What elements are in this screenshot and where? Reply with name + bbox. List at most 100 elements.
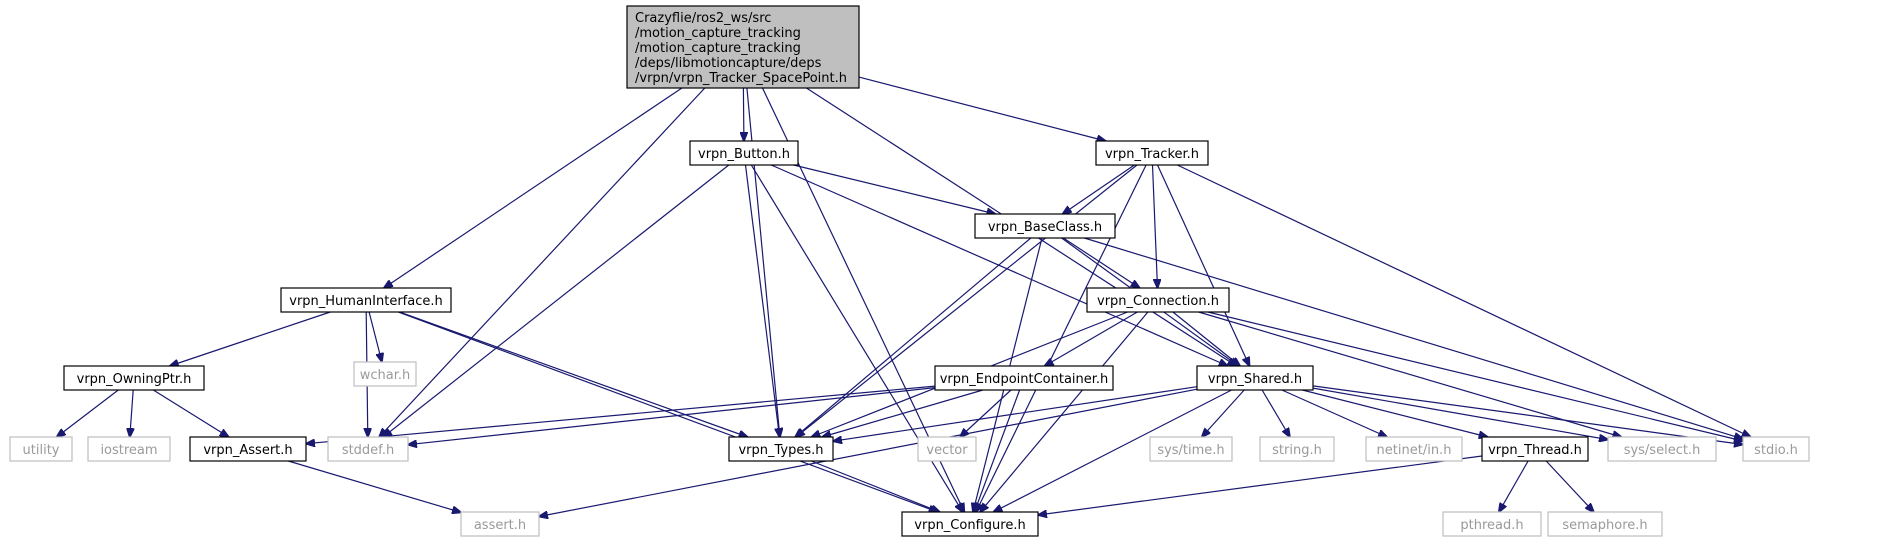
node-iostream-label: iostream <box>100 443 157 458</box>
edge-shared-to-systime <box>1202 389 1245 437</box>
node-iostream-box <box>87 436 171 462</box>
node-root-label: /motion_capture_tracking <box>635 41 801 56</box>
node-types-box <box>728 436 834 462</box>
nodes-layer: Crazyflie/ros2_ws/src/motion_capture_tra… <box>9 5 1810 537</box>
node-pthread-box <box>1442 511 1542 537</box>
node-tracker[interactable]: vrpn_Tracker.h <box>1095 140 1209 166</box>
node-button-box <box>689 140 799 166</box>
edge-root-to-stddef <box>379 87 706 437</box>
node-shared-box <box>1196 365 1314 391</box>
node-types-label: vrpn_Types.h <box>738 443 823 458</box>
node-owningptr[interactable]: vrpn_OwningPtr.h <box>63 365 205 391</box>
edge-root-to-types <box>746 87 780 437</box>
node-sysselect: sys/select.h <box>1607 436 1717 462</box>
node-stddef: stddef.h <box>327 436 409 462</box>
edge-endpoint-to-configure <box>974 389 1021 512</box>
node-connection[interactable]: vrpn_Connection.h <box>1086 287 1230 313</box>
node-humaninterface[interactable]: vrpn_HumanInterface.h <box>280 287 452 313</box>
node-wchar-label: wchar.h <box>360 368 411 383</box>
edge-thread-to-semaphore <box>1545 460 1594 512</box>
edge-tracker-to-baseclass <box>1063 164 1135 214</box>
edge-humaninterface-to-configure <box>398 311 937 512</box>
edge-assert_h-to-assert_std <box>288 460 461 512</box>
edge-connection-to-configure <box>980 311 1149 512</box>
edge-endpoint-to-types <box>822 389 984 437</box>
node-owningptr-box <box>63 365 205 391</box>
node-wchar: wchar.h <box>353 361 417 387</box>
node-assert_h-label: vrpn_Assert.h <box>203 443 292 458</box>
node-tracker-box <box>1095 140 1209 166</box>
edge-endpoint-to-vector <box>960 389 1012 437</box>
edge-baseclass-to-types <box>795 237 1032 437</box>
node-vector-label: vector <box>926 443 968 458</box>
node-assert_h-box <box>189 436 307 462</box>
node-connection-box <box>1086 287 1230 313</box>
node-shared[interactable]: vrpn_Shared.h <box>1196 365 1314 391</box>
node-utility-box <box>9 436 73 462</box>
node-netinet: netinet/in.h <box>1365 436 1463 462</box>
node-endpoint-box <box>934 365 1114 391</box>
node-string: string.h <box>1259 436 1335 462</box>
node-pthread: pthread.h <box>1442 511 1542 537</box>
node-assert_h[interactable]: vrpn_Assert.h <box>189 436 307 462</box>
node-string-label: string.h <box>1272 443 1322 458</box>
node-configure-label: vrpn_Configure.h <box>914 518 1025 533</box>
edge-shared-to-types <box>833 386 1198 442</box>
edge-endpoint-to-assert_h <box>306 385 936 444</box>
edge-button-to-types <box>744 164 780 437</box>
edge-tracker-to-shared <box>1156 164 1250 366</box>
edge-humaninterface-to-types <box>399 311 747 437</box>
node-thread-label: vrpn_Thread.h <box>1488 443 1582 458</box>
node-root-label: /motion_capture_tracking <box>635 26 801 41</box>
node-root[interactable]: Crazyflie/ros2_ws/src/motion_capture_tra… <box>626 5 860 89</box>
edge-connection-to-shared <box>1172 311 1240 366</box>
edge-tracker-to-connection <box>1151 164 1158 288</box>
node-configure[interactable]: vrpn_Configure.h <box>901 511 1039 537</box>
node-stddef-box <box>327 436 409 462</box>
node-button[interactable]: vrpn_Button.h <box>689 140 799 166</box>
edge-shared-to-thread <box>1302 389 1487 437</box>
node-thread-box <box>1481 436 1589 462</box>
node-root-box <box>626 5 860 89</box>
edge-owningptr-to-utility <box>57 389 119 437</box>
node-stdio-label: stdio.h <box>1754 443 1798 458</box>
node-systime-box <box>1149 436 1233 462</box>
node-baseclass-label: vrpn_BaseClass.h <box>988 220 1102 235</box>
node-semaphore-label: semaphore.h <box>1562 518 1647 533</box>
edge-button-to-stddef <box>383 164 730 437</box>
edge-connection-to-stdio <box>1207 311 1743 441</box>
node-baseclass-box <box>974 213 1116 239</box>
node-stdio-box <box>1742 436 1810 462</box>
node-netinet-box <box>1365 436 1463 462</box>
node-systime-label: sys/time.h <box>1157 443 1224 458</box>
node-vector-box <box>917 436 977 462</box>
edge-shared-to-string <box>1261 389 1290 437</box>
node-tracker-label: vrpn_Tracker.h <box>1105 147 1199 162</box>
edge-shared-to-netinet <box>1281 389 1387 437</box>
edge-button-to-baseclass <box>793 164 996 214</box>
node-wchar-box <box>353 361 417 387</box>
node-sysselect-box <box>1607 436 1717 462</box>
node-configure-box <box>901 511 1039 537</box>
edge-root-to-button <box>743 87 744 141</box>
node-semaphore: semaphore.h <box>1547 511 1663 537</box>
node-baseclass[interactable]: vrpn_BaseClass.h <box>974 213 1116 239</box>
edge-root-to-tracker <box>858 76 1106 141</box>
node-root-label: /deps/libmotioncapture/deps <box>635 56 822 71</box>
edge-humaninterface-to-wchar <box>368 311 382 362</box>
edge-baseclass-to-connection <box>1062 237 1139 288</box>
node-endpoint[interactable]: vrpn_EndpointContainer.h <box>934 365 1114 391</box>
edge-shared-to-configure <box>993 389 1232 512</box>
node-assert_std-box <box>460 511 540 537</box>
edge-types-to-configure <box>810 460 940 512</box>
node-shared-label: vrpn_Shared.h <box>1208 372 1302 387</box>
node-button-label: vrpn_Button.h <box>698 147 790 162</box>
edge-thread-to-configure <box>1038 455 1483 515</box>
node-thread[interactable]: vrpn_Thread.h <box>1481 436 1589 462</box>
node-sysselect-label: sys/select.h <box>1624 443 1701 458</box>
node-humaninterface-box <box>280 287 452 313</box>
node-root-label: Crazyflie/ros2_ws/src <box>635 11 771 26</box>
edge-baseclass-to-stdio <box>1084 237 1743 439</box>
node-types[interactable]: vrpn_Types.h <box>728 436 834 462</box>
edge-connection-to-endpoint <box>1045 311 1138 366</box>
